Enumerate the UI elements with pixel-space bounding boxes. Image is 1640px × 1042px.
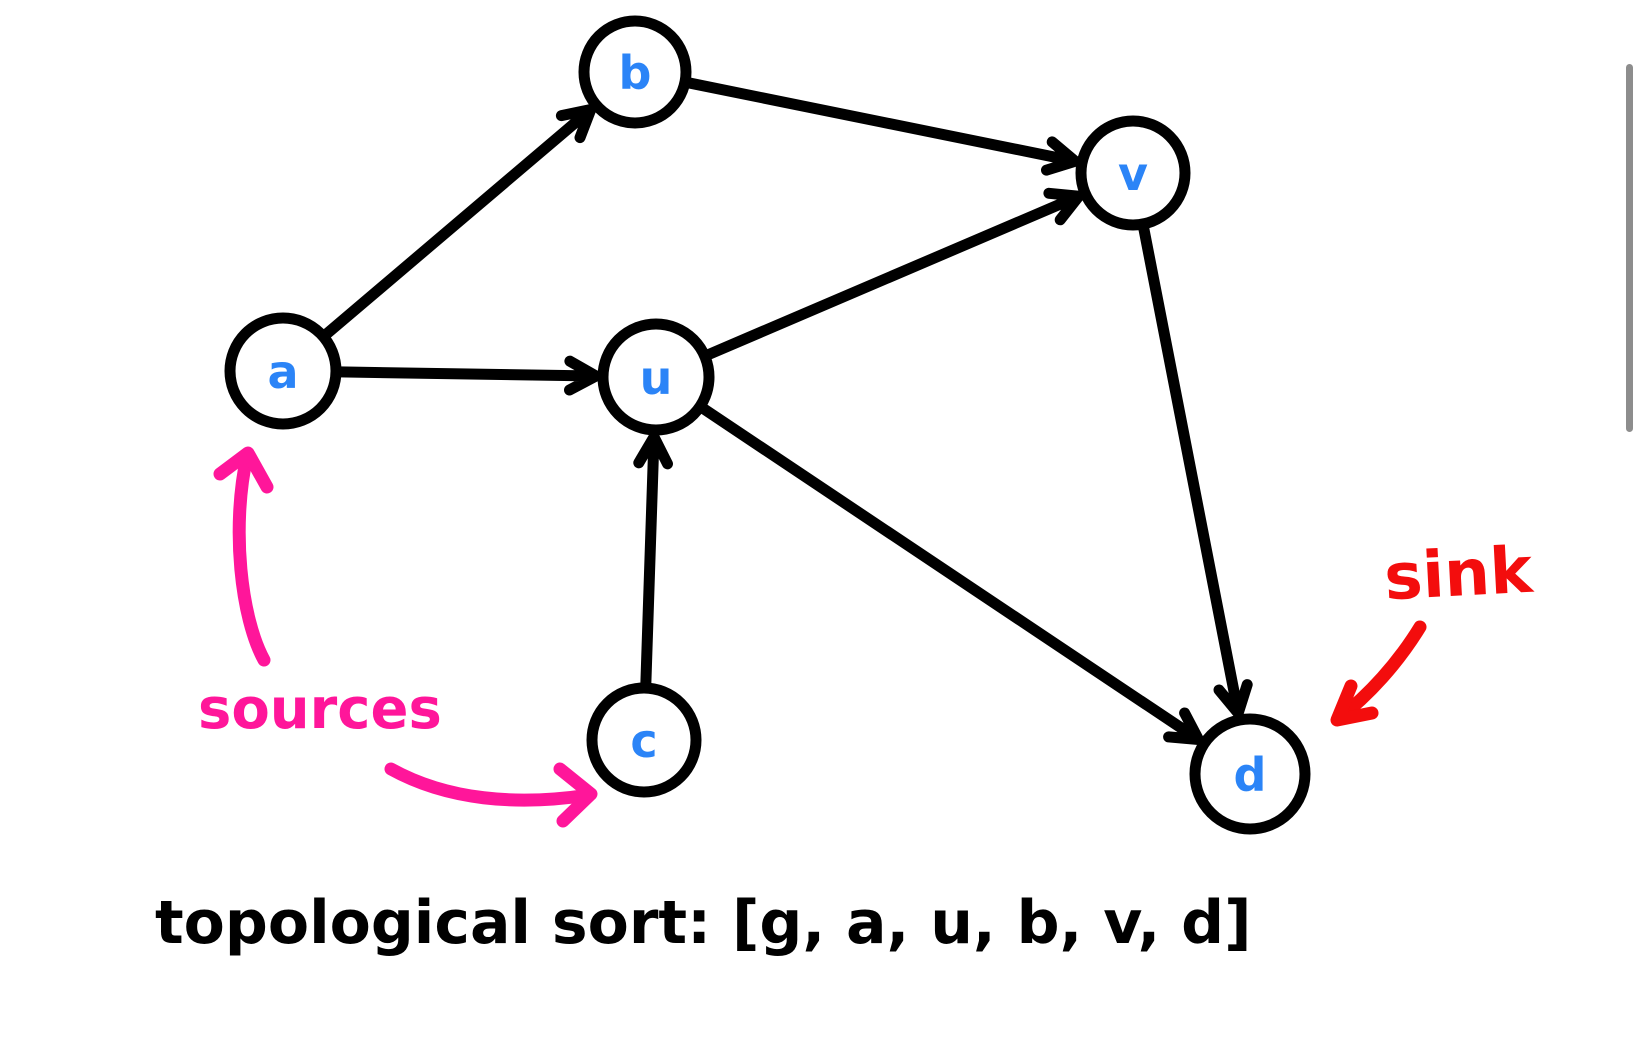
node-label-a: a [267, 345, 298, 399]
node-circle-c [586, 682, 702, 798]
graph-node-b: b [578, 15, 692, 129]
graph-nodes: a b u v c d [224, 15, 1311, 835]
topological-sort-caption: topological sort: [g, a, u, b, v, d] [155, 888, 1252, 958]
graph-node-v: v [1075, 115, 1191, 231]
edge-a-u [333, 355, 602, 396]
node-circle-u [597, 318, 715, 436]
sources-arrow-to-a [213, 446, 274, 667]
sources-arrow-to-c [384, 762, 598, 828]
node-label-b: b [619, 46, 652, 100]
sink-arrow [1330, 620, 1427, 727]
node-label-c: c [630, 714, 657, 768]
graph-node-c: c [586, 682, 702, 798]
edge-u-d [697, 402, 1204, 745]
scrollbar-thumb[interactable] [1626, 64, 1633, 432]
node-circle-a [224, 312, 342, 430]
edge-b-v [682, 77, 1081, 176]
node-circle-b [578, 15, 692, 129]
sink-label: sink [1382, 534, 1535, 616]
node-label-u: u [640, 351, 673, 405]
node-circle-v [1075, 115, 1191, 231]
graph-node-a: a [224, 312, 342, 430]
edge-u-v [702, 187, 1085, 361]
sources-label: sources [198, 677, 442, 742]
edge-a-b [320, 104, 597, 341]
edge-v-d [1138, 221, 1253, 719]
graph-edges [320, 77, 1253, 745]
edge-c-u [633, 431, 673, 691]
node-label-v: v [1118, 147, 1148, 201]
graph-node-u: u [597, 318, 715, 436]
node-label-d: d [1234, 748, 1267, 802]
graph-node-d: d [1189, 713, 1311, 835]
node-circle-d [1189, 713, 1311, 835]
